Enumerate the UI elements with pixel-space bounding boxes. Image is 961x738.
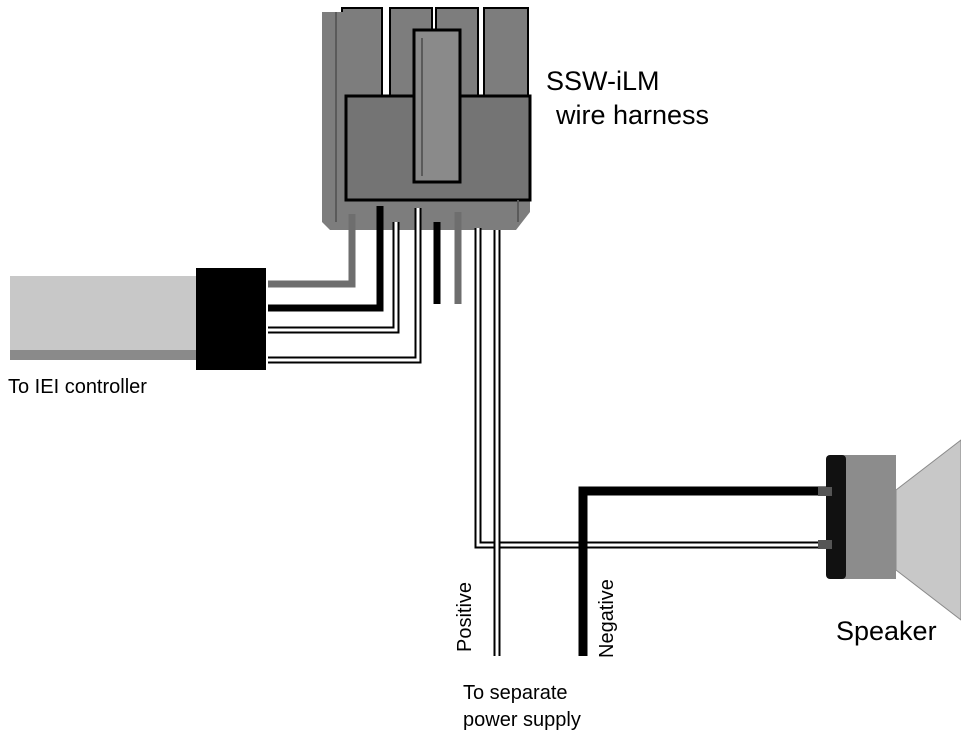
controller-label: To IEI controller <box>8 376 147 398</box>
harness-connector <box>322 7 532 230</box>
harness-title-line2: wire harness <box>556 100 710 130</box>
positive-label: Positive <box>454 581 476 652</box>
speaker-label: Speaker <box>836 616 937 646</box>
supply-label-line2: power supply <box>463 709 581 731</box>
harness-wires <box>268 206 826 656</box>
speaker-icon <box>818 439 961 621</box>
controller-cable <box>10 268 266 370</box>
supply-label-line1: To separate <box>463 682 568 704</box>
harness-title-line1: SSW-iLM <box>546 66 660 96</box>
negative-label: Negative <box>596 579 618 658</box>
